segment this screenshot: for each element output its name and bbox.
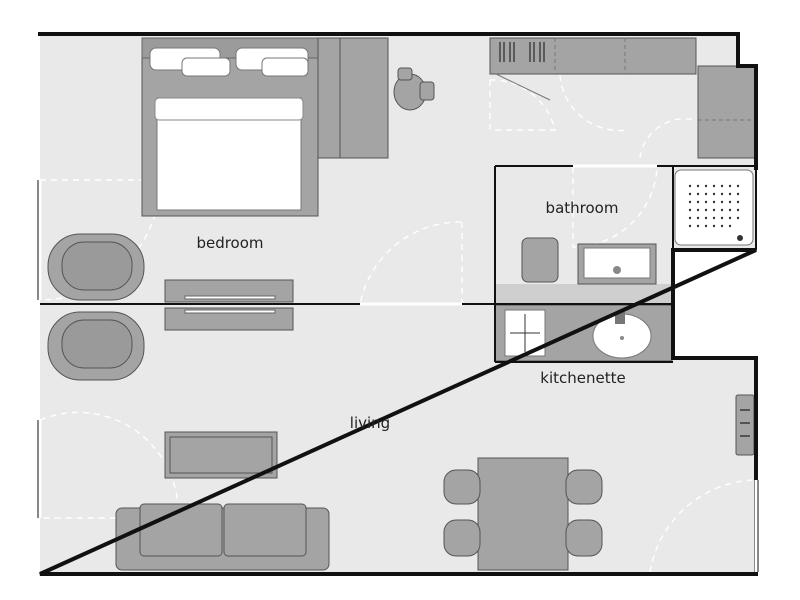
sofa-cushion-right [223,503,307,557]
closet [489,37,757,159]
closet-door-panel [495,73,551,101]
dining-chair-1 [443,469,481,505]
label-kitchenette: kitchenette [540,369,625,387]
pillow-4 [261,57,309,77]
dining-chair-4 [565,519,603,557]
hangers [499,42,545,62]
living-furniture [47,307,755,571]
label-living: living [350,414,390,432]
bathroom-fixtures [521,169,754,285]
bedroom-armchair-seat [61,241,133,291]
dresser-handle [184,295,276,300]
pillow-2 [181,57,231,77]
radiator-fins [740,409,750,437]
outside-notch-top [738,30,758,66]
kitchen-faucet [615,312,625,324]
bedroom-furniture [47,37,435,303]
bathroom-floor-strip [495,284,673,304]
desk-chair-back [397,67,413,81]
living-armchair-seat [61,319,133,369]
blanket-fold [154,97,304,121]
desk-side [317,37,341,159]
room-labels: bedroom bathroom kitchenette living [196,199,625,432]
coffee-table-top [169,436,273,474]
coffee-table [164,431,278,479]
tv-console-handle [184,309,276,314]
door-swing-living-left [39,411,179,519]
desk-chair-arm [419,81,435,101]
dining-chair-3 [565,469,603,505]
walls [37,32,759,576]
shower-tray [674,169,754,246]
label-bedroom: bedroom [196,234,263,252]
radiator [735,394,755,456]
bathroom-faucet [613,266,621,274]
dining-chair-2 [443,519,481,557]
kitchenette-fixtures [494,304,673,362]
door-swing-bedroom-living [359,221,463,305]
label-bathroom: bathroom [546,199,619,217]
kitchen-drain [620,336,624,340]
dining-table [477,457,569,571]
toilet [521,237,559,283]
wardrobe-corner [697,65,757,159]
door-swing-closet-1 [489,79,556,131]
door-swing-closet-2 [559,74,629,132]
door-swing-closet-3 [639,118,696,159]
shower-drain-pattern [688,184,743,241]
wardrobe [489,37,697,75]
